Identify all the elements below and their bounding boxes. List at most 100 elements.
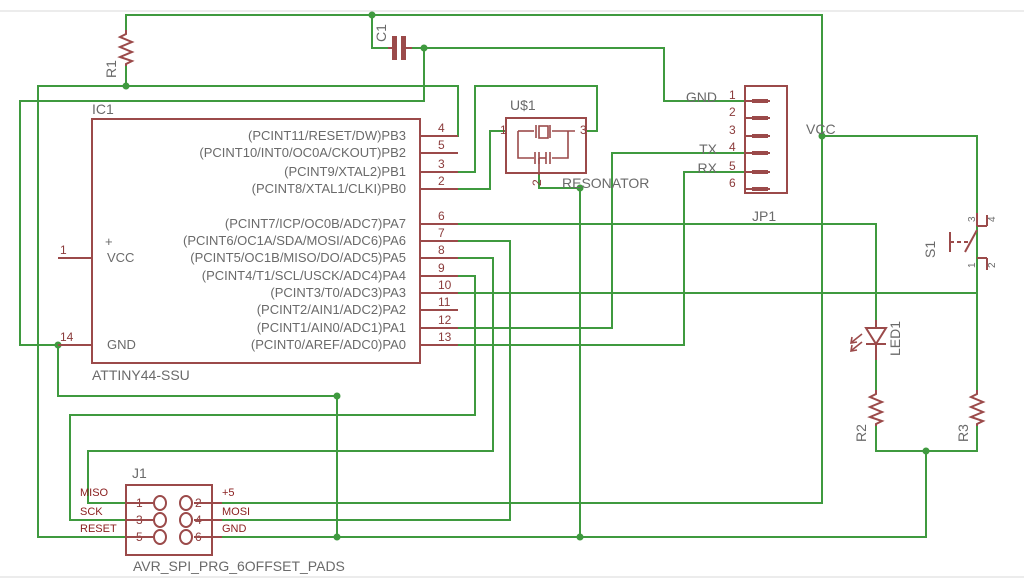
jp1-pin-pad xyxy=(752,99,768,103)
wire-pb0-res1 xyxy=(419,130,507,190)
jp1-pin-number: 1 xyxy=(729,88,736,102)
j1-signal-gnd: GND xyxy=(222,523,247,535)
r2-label: R2 xyxy=(853,424,869,442)
wire-gnd-r2 xyxy=(875,425,927,452)
crystal-body xyxy=(538,125,549,139)
wire-pa6-mosi xyxy=(221,240,511,521)
junction-dot xyxy=(576,533,584,541)
j1-signal-miso: MISO xyxy=(80,487,109,499)
resistor-symbol xyxy=(968,390,986,426)
j1-pad xyxy=(153,512,167,528)
s1-pin-1: 1 xyxy=(967,262,978,268)
switch-s1[interactable]: S1 3 4 1 2 xyxy=(922,213,998,270)
resonator-body xyxy=(505,117,587,174)
ic-pin-number: 7 xyxy=(438,226,445,240)
j1-signal-reset: RESET xyxy=(80,523,117,535)
s1-pin-4: 4 xyxy=(987,216,998,222)
junction-dot xyxy=(576,184,584,192)
capacitor-plate xyxy=(392,36,397,60)
led-triangle xyxy=(864,327,888,346)
wire-pa3-switch xyxy=(419,257,978,294)
jp1-pin-pad xyxy=(752,187,768,191)
ic-attiny44[interactable]: IC1 ATTINY44-SSU VCC 1 + GND 14 (PCINT11/RES… xyxy=(58,101,458,383)
ic-pin-label: GND xyxy=(107,337,136,352)
led1-label: LED1 xyxy=(887,321,903,356)
j1-pad xyxy=(179,495,193,511)
ic-name-label: IC1 xyxy=(92,101,114,117)
jp1-pin-label: GND xyxy=(686,89,717,105)
junction-dot xyxy=(922,447,930,455)
junction-dot xyxy=(420,44,428,52)
resistor-r2[interactable]: R2 xyxy=(853,390,885,442)
wire-gnd-to-jp1 xyxy=(409,47,746,102)
ic-pin-number: 1 xyxy=(60,243,67,257)
junctions xyxy=(54,11,930,541)
ic-pin-label: VCC xyxy=(107,250,134,265)
ic-pin-polarity: + xyxy=(105,234,113,249)
resonator-value: RESONATOR xyxy=(562,175,649,191)
wire-pa1-tx xyxy=(419,152,746,329)
wire-pb1-res3 xyxy=(419,85,598,173)
led-led1[interactable]: LED1 xyxy=(850,320,903,360)
wire-gnd-r3 xyxy=(925,425,978,538)
resistor-r1[interactable]: R1 xyxy=(103,30,135,78)
jp1-pin-number: 2 xyxy=(729,105,736,119)
ic-pin-label: (PCINT8/XTAL1/CLKI)PB0 xyxy=(252,181,406,196)
ic-pin-label: (PCINT7/ICP/OC0B/ADC7)PA7 xyxy=(225,216,406,231)
ic-pin-number: 2 xyxy=(438,174,445,188)
ic-pin-label: (PCINT10/INT0/OC0A/CKOUT)PB2 xyxy=(199,145,406,160)
ic-pin-label: (PCINT2/AIN1/ADC2)PA2 xyxy=(257,302,406,317)
switch-blade xyxy=(964,229,978,253)
ic-pin-label: (PCINT5/OC1B/MISO/DO/ADC5)PA5 xyxy=(190,250,406,265)
resonator-cap-lead xyxy=(552,131,569,159)
ic-pin-label: (PCINT6/OC1A/SDA/MOSI/ADC6)PA6 xyxy=(183,233,406,248)
wires xyxy=(19,14,978,538)
ic-pin-number: 11 xyxy=(438,295,451,309)
resistor-r3[interactable]: R3 xyxy=(955,390,986,442)
capacitor-c1[interactable]: C1 xyxy=(373,24,412,60)
resonator-cap-lead xyxy=(517,131,534,159)
ic-pin-number: 8 xyxy=(438,243,445,257)
header-body xyxy=(744,85,788,194)
wire-vcc-rail xyxy=(125,14,823,504)
s1-pin-2: 2 xyxy=(987,262,998,268)
resonator-pin-2: 2 xyxy=(530,179,544,186)
led-ray xyxy=(851,341,863,351)
jp1-pin-pad xyxy=(752,170,768,174)
jp1-pin-pad xyxy=(752,134,768,138)
r3-label: R3 xyxy=(955,424,971,442)
ic-value-label: ATTINY44-SSU xyxy=(92,367,190,383)
j1-value: AVR_SPI_PRG_6OFFSET_PADS xyxy=(133,558,345,574)
resistor-symbol xyxy=(117,30,135,66)
capacitor-plate xyxy=(401,36,406,60)
ic-pin-label: (PCINT11/RESET/DW)PB3 xyxy=(248,128,406,143)
ic-pin-number: 13 xyxy=(438,330,452,344)
resistor-symbol xyxy=(867,390,885,426)
junction-dot xyxy=(818,132,826,140)
ic-pin-label: (PCINT1/AIN0/ADC1)PA1 xyxy=(257,320,406,335)
wire-pa4-sck xyxy=(69,275,476,521)
ic-pin-number: 9 xyxy=(438,261,445,275)
j1-pad xyxy=(179,512,193,528)
r1-label: R1 xyxy=(103,60,119,78)
s1-pin-3: 3 xyxy=(967,216,978,222)
ic-pin-number: 4 xyxy=(438,121,445,135)
ic-left-pins: VCC 1 + GND 14 xyxy=(58,234,136,352)
jp1-name: JP1 xyxy=(752,208,776,224)
jp1-pin-pad xyxy=(752,116,768,120)
jp1-pin-number: 3 xyxy=(729,123,736,137)
led-ray-arrow xyxy=(850,344,858,352)
resonator-u1[interactable]: U$1 RESONATOR 1 3 2 xyxy=(500,97,649,191)
ic-pin-number: 14 xyxy=(60,330,74,344)
c1-label: C1 xyxy=(373,24,389,42)
j1-pad xyxy=(179,529,193,545)
ic-pin-number: 3 xyxy=(438,157,445,171)
jp1-pin-number: 6 xyxy=(729,176,736,190)
wire-gnd-to-ic xyxy=(19,47,425,346)
